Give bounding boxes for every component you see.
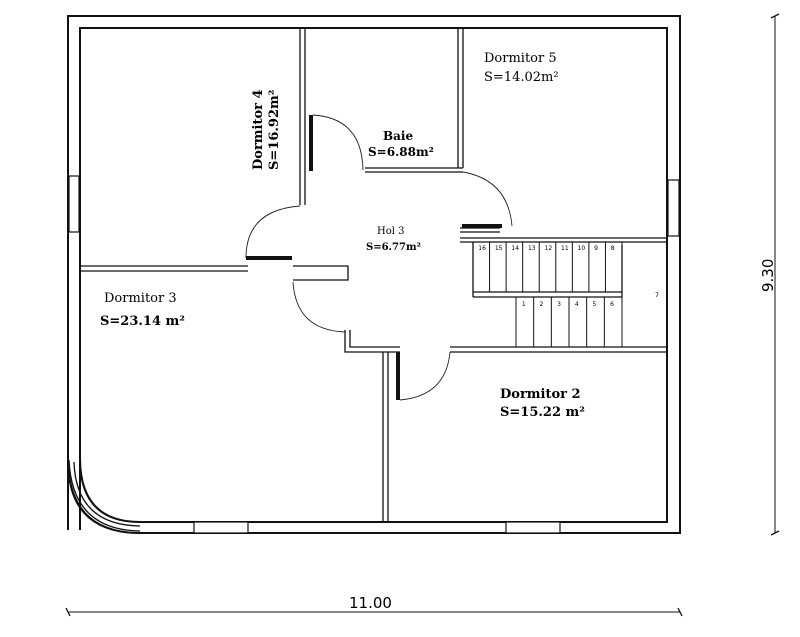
door-leaf-dormitor5 [462, 224, 502, 228]
room-baie-area: S=6.88m² [368, 145, 434, 159]
room-labels: Dormitor 4 S=16.92m² Dormitor 5 S=14.02m… [100, 51, 585, 420]
stair-step-number: 3 [557, 301, 561, 308]
stair-lower-steps: 1 2 3 4 5 6 [522, 297, 614, 347]
outer-walls [67, 15, 681, 534]
stair-step-number: 13 [528, 245, 536, 252]
door-leaf-dormitor4 [246, 256, 292, 260]
stair-step-number: 14 [511, 245, 519, 252]
window-south-left [193, 521, 249, 534]
room-hol3-name: Hol 3 [377, 226, 404, 237]
stair-landing [621, 241, 668, 348]
door-leaf-dormitor2 [396, 352, 400, 400]
stair-step-number: 10 [578, 245, 586, 252]
stair-step-number: 12 [545, 245, 553, 252]
stair-step-number: 11 [561, 245, 569, 252]
room-dormitor3-name: Dormitor 3 [104, 291, 177, 306]
room-dormitor5-name: Dormitor 5 [484, 51, 557, 66]
door-leaf-baie [309, 115, 313, 171]
stair-step-number: 2 [540, 301, 544, 308]
room-dormitor3-area: S=23.14 m² [100, 314, 185, 329]
windows [68, 175, 680, 534]
window-west [68, 175, 80, 233]
stair-step-number: 4 [575, 301, 579, 308]
room-dormitor4: Dormitor 4 S=16.92m² [251, 89, 282, 170]
stair-step-number: 6 [610, 301, 614, 308]
stair-step-number: 15 [495, 245, 503, 252]
dimension-width: 11.00 [65, 594, 683, 617]
room-dormitor4-area: S=16.92m² [267, 90, 282, 170]
stair-step-number: 8 [611, 245, 615, 252]
stair-landing-number: 7 [655, 292, 659, 299]
room-hol3-area: S=6.77m² [366, 242, 421, 253]
stair-step-number: 5 [593, 301, 597, 308]
stair-step-number: 9 [594, 245, 598, 252]
room-dormitor5-area: S=14.02m² [484, 70, 559, 85]
room-dormitor2-area: S=15.22 m² [500, 405, 585, 420]
stair-step-number: 1 [522, 301, 526, 308]
dimension-width-label: 11.00 [349, 594, 392, 612]
window-south-right [505, 521, 561, 534]
dimension-height: 9.30 [759, 13, 780, 536]
dimension-height-label: 9.30 [759, 259, 777, 292]
stair-step-number: 16 [478, 245, 486, 252]
window-east [667, 179, 680, 237]
room-baie-name: Baie [383, 129, 413, 143]
stair-upper-steps: 16 15 14 13 12 11 10 9 8 [478, 242, 615, 292]
room-dormitor4-name: Dormitor 4 [251, 89, 266, 170]
interior-walls [80, 28, 667, 522]
room-dormitor2-name: Dormitor 2 [500, 387, 581, 402]
window-corner [68, 459, 141, 532]
doors [245, 114, 513, 401]
